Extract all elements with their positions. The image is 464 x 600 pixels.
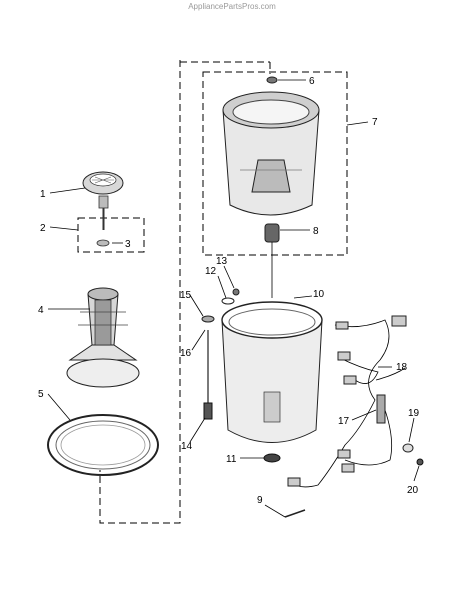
callout-12: 12 [205, 266, 217, 277]
spin-basket[interactable] [222, 91, 320, 216]
part-13-clip[interactable] [232, 288, 240, 296]
part-18-switch[interactable] [375, 367, 406, 381]
watermark: AppliancePartsPros.com [188, 2, 276, 11]
part-5-tub-ring[interactable] [47, 414, 159, 476]
part-2-fastener-group[interactable] [77, 195, 145, 253]
callout-5: 5 [38, 389, 44, 400]
part-7-basket-group[interactable] [202, 71, 348, 256]
callout-18: 18 [396, 362, 408, 373]
part-15-bushing[interactable] [201, 315, 215, 323]
callout-19: 19 [408, 408, 420, 419]
callout-17: 17 [338, 416, 350, 427]
assembly-dashed-lines [99, 60, 271, 524]
callout-4: 4 [38, 305, 44, 316]
callout-6: 6 [309, 76, 315, 87]
callout-14: 14 [181, 441, 193, 452]
part-1-agitator-cap[interactable] [82, 171, 124, 195]
part-19-clip[interactable] [402, 443, 414, 453]
part-14-rod-end[interactable] [203, 402, 213, 420]
callout-9: 9 [257, 495, 263, 506]
callout-labels: 1 2 3 4 5 6 7 8 9 10 11 12 13 14 15 16 1… [38, 76, 420, 506]
callout-20: 20 [407, 485, 419, 496]
part-8-drive-coupling[interactable] [264, 223, 280, 298]
part-6-nut[interactable] [266, 76, 278, 84]
part-3-washer[interactable] [96, 239, 110, 247]
part-20-screw[interactable] [416, 458, 424, 466]
callout-15: 15 [180, 290, 192, 301]
callout-13: 13 [216, 256, 228, 267]
part-10-outer-tub[interactable] [221, 301, 323, 443]
callout-2: 2 [40, 223, 46, 234]
callout-10: 10 [313, 289, 325, 300]
part-12-disc[interactable] [221, 297, 235, 305]
callout-3: 3 [125, 239, 131, 250]
callout-8: 8 [313, 226, 319, 237]
callout-11: 11 [226, 454, 237, 465]
leader-lines [47, 79, 420, 518]
callout-16: 16 [180, 348, 192, 359]
callout-1: 1 [40, 189, 46, 200]
part-4-agitator[interactable] [66, 287, 140, 388]
part-9-pin[interactable] [284, 509, 306, 518]
callout-7: 7 [372, 117, 378, 128]
part-11-grommet[interactable] [263, 453, 281, 463]
part-17-wire-harness[interactable] [287, 315, 407, 488]
